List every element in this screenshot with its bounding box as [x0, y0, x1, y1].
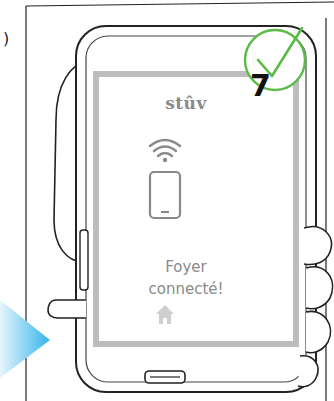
device-body	[76, 26, 316, 392]
step-number: 7	[250, 69, 271, 102]
frame-line	[26, 2, 334, 6]
hand-fingers	[298, 227, 333, 387]
home-button	[145, 371, 185, 383]
phone-icon	[150, 172, 180, 218]
brand-logo: stûv	[126, 91, 246, 116]
phone-icon	[161, 211, 169, 213]
wifi-dot	[163, 158, 167, 162]
screen-message: Foyer connecté!	[140, 257, 232, 301]
wifi-icon	[150, 140, 180, 156]
side-button	[80, 230, 88, 290]
home-button	[150, 376, 180, 377]
device-screen	[96, 74, 296, 344]
cut-text: )	[3, 30, 9, 48]
hand-finger	[48, 300, 86, 318]
direction-arrow	[0, 300, 50, 378]
device-screen-content: stûvFoyer connecté!	[99, 77, 293, 341]
home-icon	[156, 305, 174, 324]
